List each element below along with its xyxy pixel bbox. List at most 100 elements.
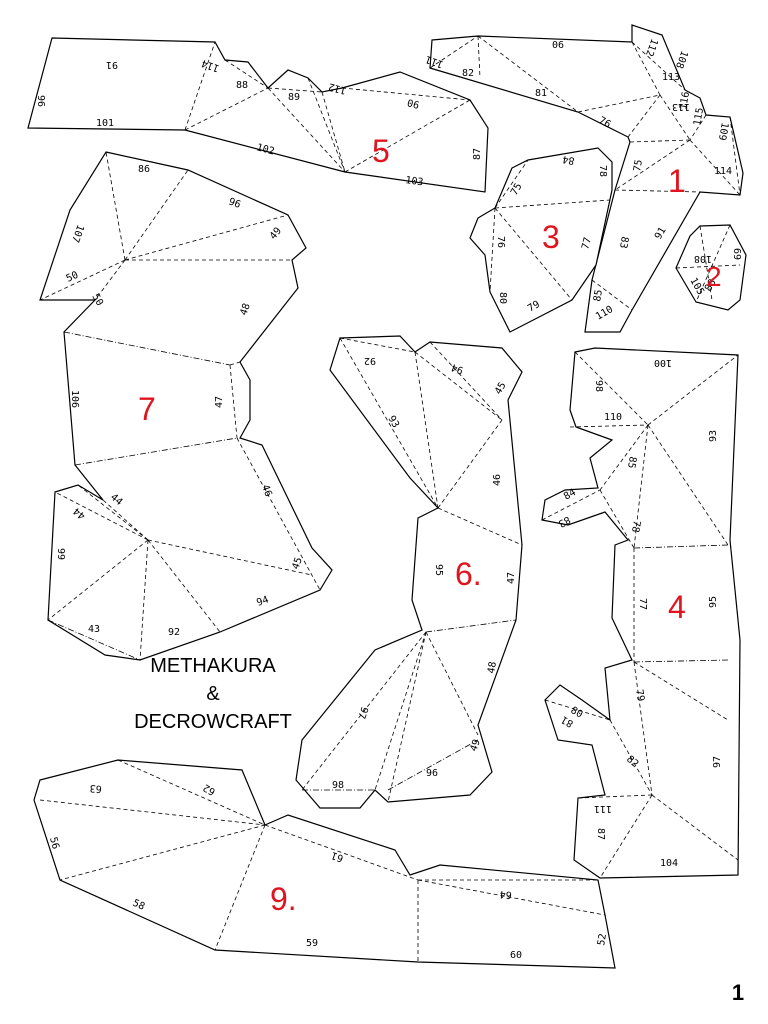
edge-number: 82 <box>462 68 474 79</box>
edge-number: 108 <box>673 49 690 70</box>
edge-number: 106 <box>69 390 80 408</box>
part-label: 4 <box>668 589 686 625</box>
credit-line-1: METHAKURA <box>150 655 276 677</box>
edge-number: 50 <box>89 292 105 308</box>
edge-number: 49 <box>468 738 482 753</box>
piece-3: 84 78 75 76 77 80 79 3 <box>469 147 613 333</box>
edge-number: 103 <box>405 175 424 188</box>
edge-number: 64 <box>499 888 512 900</box>
edge-number: 110 <box>604 412 622 423</box>
edge-number: 83 <box>556 513 572 529</box>
piece-7-outline <box>39 151 333 661</box>
piece-6: 92 94 45 93 46 95 47 48 97 49 98 96 6. <box>295 335 523 809</box>
edge-number: 87 <box>472 148 483 160</box>
edge-number: 76 <box>597 115 613 131</box>
piece-9: 63 62 56 61 58 64 59 60 52 9. <box>33 759 616 969</box>
edge-number: 102 <box>255 142 275 157</box>
edge-number: 43 <box>88 624 100 635</box>
edge-number: 114 <box>714 166 732 177</box>
edge-number: 76 <box>495 236 506 248</box>
part-label: 6. <box>455 556 482 592</box>
piece-9-outline <box>33 759 616 969</box>
credit-line-3: DECROWCRAFT <box>134 711 292 733</box>
edge-number: 96 <box>426 768 438 779</box>
piece-3-outline <box>469 147 613 333</box>
edge-number: 56 <box>47 836 61 850</box>
edge-number: 47 <box>214 396 225 408</box>
edge-number: 109 <box>716 121 730 141</box>
part-label: 1 <box>668 163 686 199</box>
edge-number: 85 <box>592 289 605 303</box>
edge-number: 93 <box>385 414 401 430</box>
part-label: 9. <box>270 881 297 917</box>
edge-number: 59 <box>306 938 318 949</box>
edge-number: 92 <box>168 627 180 638</box>
page-number: 1 <box>732 980 744 1005</box>
edge-number: 113 <box>672 101 690 112</box>
edge-number: 63 <box>89 782 102 794</box>
edge-number: 48 <box>486 661 499 675</box>
edge-number: 87 <box>595 828 606 840</box>
edge-number: 99 <box>55 548 66 560</box>
edge-number: 69 <box>731 248 742 260</box>
edge-number: 98 <box>593 380 604 392</box>
edge-number: 84 <box>562 487 578 503</box>
edge-number: 77 <box>637 598 648 610</box>
piece-2-outline <box>675 224 747 311</box>
edge-number: 81 <box>560 713 576 729</box>
piece-4-outline <box>541 347 741 879</box>
edge-number: 98 <box>332 780 344 791</box>
edge-number: 61 <box>330 849 345 863</box>
edge-number: 50 <box>65 270 81 285</box>
part-label: 5 <box>372 133 390 169</box>
edge-number: 52 <box>596 933 609 947</box>
piece-7: 86 96 107 49 50 50 48 106 47 44 46 44 99… <box>39 151 333 661</box>
edge-number: 97 <box>712 756 723 768</box>
part-label: 3 <box>542 219 560 255</box>
edge-number: 45 <box>493 381 509 397</box>
edge-number: 75 <box>509 182 525 198</box>
edge-number: 88 <box>703 278 719 294</box>
edge-number: 96 <box>35 95 46 107</box>
edge-number: 94 <box>255 594 270 608</box>
edge-number: 78 <box>629 519 642 533</box>
edge-number: 93 <box>708 430 719 442</box>
piece-4: 100 98 110 93 85 84 83 78 77 95 79 80 81… <box>541 347 741 879</box>
edge-number: 95 <box>433 564 444 576</box>
edge-number: 113 <box>662 72 680 83</box>
piece-2: 108 69 105 88 2 <box>675 224 747 311</box>
edge-number: 47 <box>506 572 517 584</box>
edge-number: 84 <box>562 153 576 166</box>
edge-number: 92 <box>364 355 376 366</box>
edge-number: 108 <box>694 253 712 264</box>
edge-number: 78 <box>597 165 608 177</box>
piece-6-outline <box>295 335 523 809</box>
part-label: 2 <box>706 261 722 292</box>
edge-number: 94 <box>450 361 465 375</box>
credit-line-2: & <box>206 683 220 705</box>
edge-number: 60 <box>510 950 522 961</box>
edge-number: 101 <box>96 118 114 129</box>
edge-number: 111 <box>594 803 612 814</box>
edge-number: 91 <box>653 226 669 242</box>
edge-number: 45 <box>290 556 304 571</box>
edge-number: 79 <box>633 689 646 703</box>
edge-number: 80 <box>569 705 585 721</box>
edge-number: 58 <box>131 898 147 913</box>
edge-number: 77 <box>580 236 594 250</box>
piece-1: 06 111 82 81 76 112 108 113 113 116 115 … <box>424 24 744 333</box>
edge-number: 115 <box>692 107 706 127</box>
edge-number: 91 <box>106 59 118 70</box>
edge-number: 46 <box>259 483 273 498</box>
edge-number: 79 <box>526 299 542 315</box>
edge-number: 95 <box>708 596 719 608</box>
edge-number: 90 <box>406 96 420 110</box>
edge-number: 62 <box>202 781 218 797</box>
edge-number: 112 <box>327 80 347 95</box>
edge-number: 100 <box>654 357 672 368</box>
credits: METHAKURA & DECROWCRAFT <box>134 655 292 733</box>
edge-number: 85 <box>625 455 638 469</box>
piece-5: 96 91 114 88 89 112 90 101 102 87 103 5 <box>27 37 489 193</box>
edge-number: 88 <box>236 80 248 91</box>
edge-number: 48 <box>238 302 252 317</box>
